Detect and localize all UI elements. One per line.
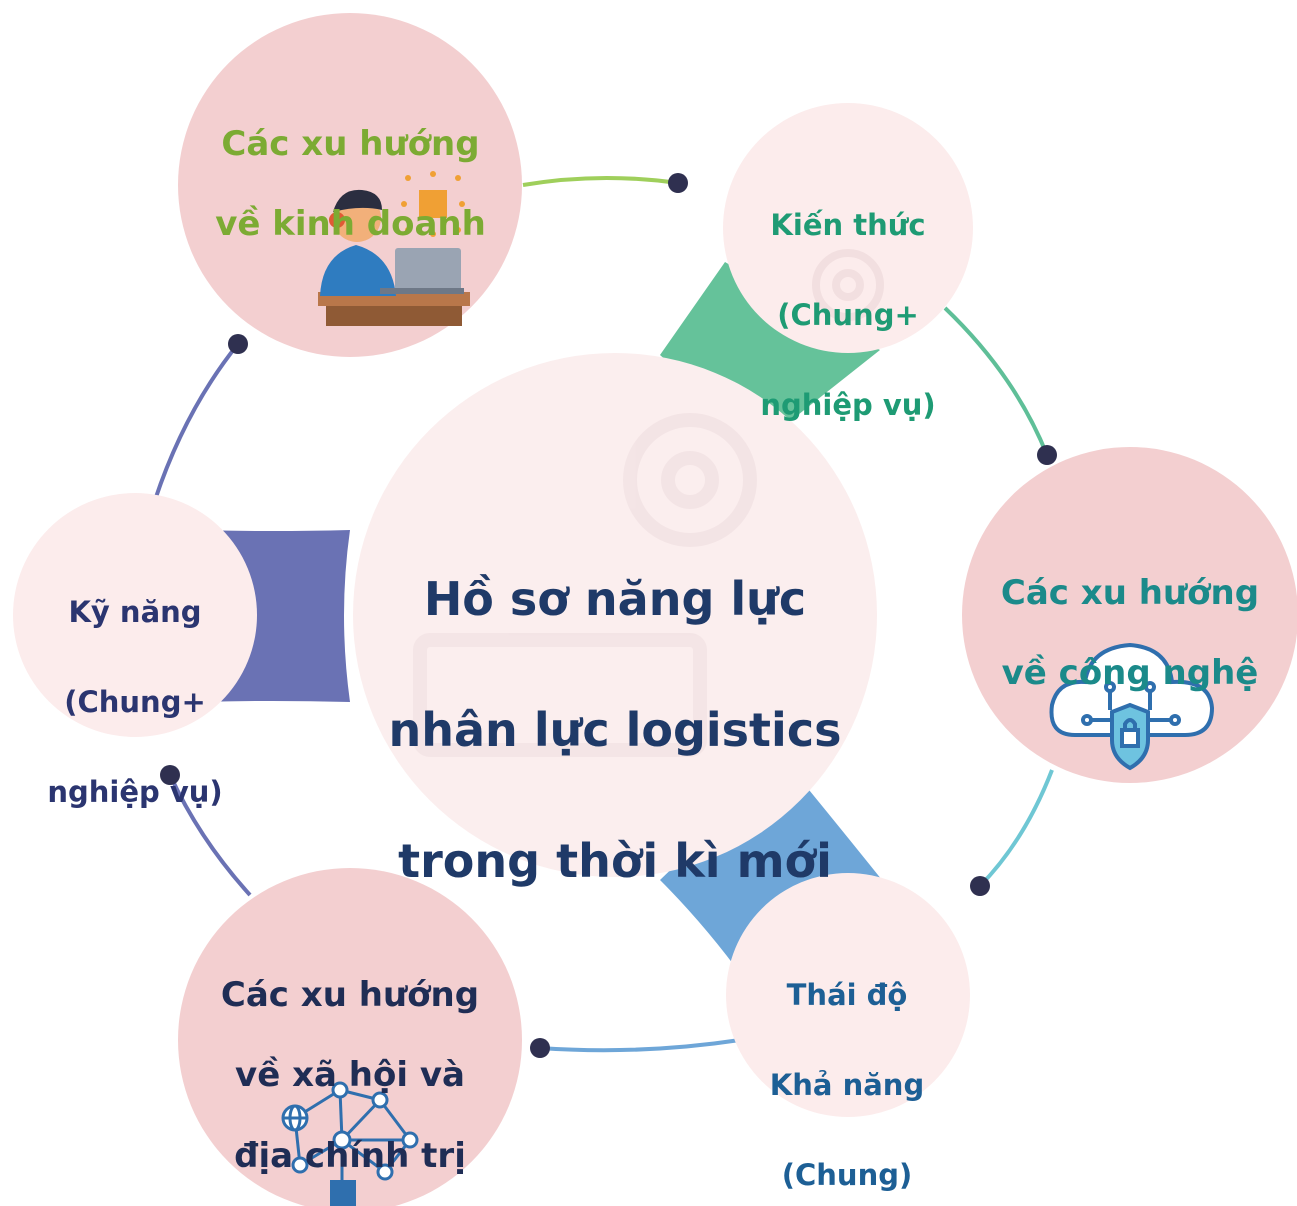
ring-dot [160,765,180,785]
attitude-label-line: Thái độ [786,977,908,1012]
society-label-line: về xã hội và [235,1055,465,1096]
attitude-circle [726,873,970,1117]
technology-label: Các xu hướng về công nghệ [975,533,1285,734]
technology-circle [962,447,1297,783]
business-label-line: Các xu hướng [221,124,480,165]
technology-label-line: về công nghệ [1001,653,1259,694]
center-title: Hồ sơ năng lực nhân lực logistics trong … [365,502,865,959]
gear-icon [812,249,884,321]
arc-technology-attitude [978,769,1054,888]
center-title-line: nhân lực logistics [388,702,842,757]
society-circle [178,868,522,1206]
attitude-label: Thái độ Khả năng (Chung) [742,928,952,1206]
skills-label-line: nghiệp vụ) [47,774,223,809]
center-title-line: trong thời kì mới [398,833,832,888]
society-label-line: Các xu hướng [220,975,480,1016]
ring-dot [1037,445,1057,465]
technology-label-line: Các xu hướng [1000,573,1260,614]
center-circle [353,353,877,877]
knowledge-label-line: (Chung+ [777,297,919,332]
skills-label: Kỹ năng (Chung+ nghiệp vụ) [30,545,240,860]
society-label-line: địa chính trị [234,1135,466,1176]
skills-label-line: Kỹ năng [68,594,202,629]
arc-society-skills [168,774,252,897]
person-laptop-icon [318,171,470,326]
knowledge-label: Kiến thức (Chung+ nghiệp vụ) [738,158,958,473]
attitude-label-line: Khả năng [769,1067,925,1102]
network-globe-icon [281,1081,419,1206]
ring-dot [530,1038,550,1058]
arc-knowledge-technology [943,306,1049,456]
knowledge-label-line: nghiệp vụ) [760,387,936,422]
ring-dot [668,173,688,193]
knowledge-label-line: Kiến thức [770,207,926,242]
attitude-label-line: (Chung) [781,1157,913,1192]
knowledge-circle [723,103,973,353]
cloud-security-icon [1049,642,1215,771]
ring-dot [228,334,248,354]
society-label: Các xu hướng về xã hội và địa chính trị [190,935,510,1206]
skills-label-line: (Chung+ [64,684,206,719]
arc-attitude-society [539,1038,741,1053]
business-label-line: về kinh doanh [215,204,486,245]
skills-circle [13,493,257,737]
arc-skills-business [153,342,240,501]
center-gear-watermark [413,413,757,757]
arc-business-knowledge [522,175,679,187]
center-title-line: Hồ sơ năng lực [423,572,807,627]
ring-dot [970,876,990,896]
business-label: Các xu hướng về kinh doanh [188,84,513,285]
